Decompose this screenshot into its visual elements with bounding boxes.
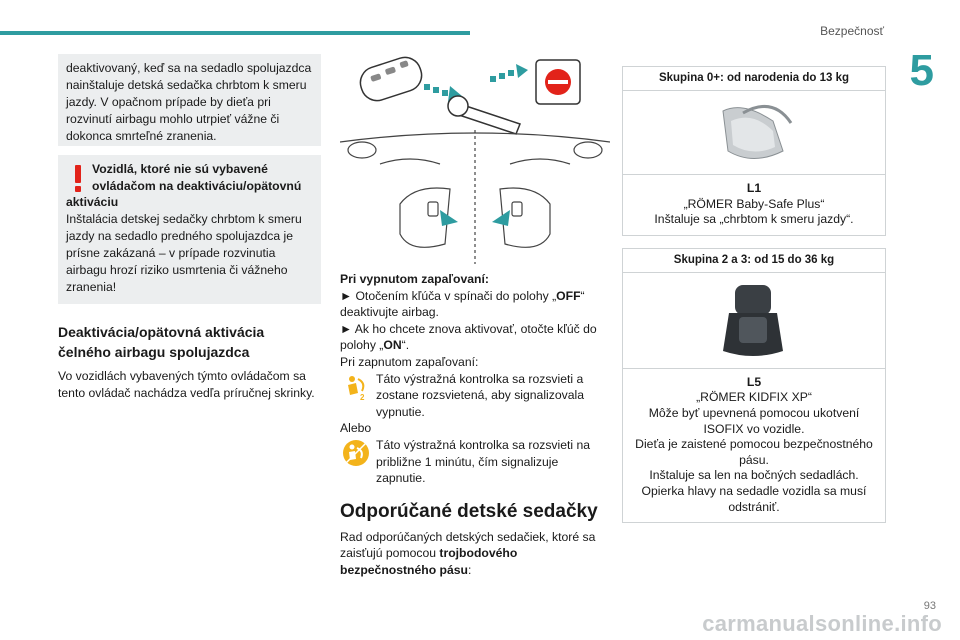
column-middle: Pri vypnutom zapaľovaní: ► Otočením kľúč…: [339, 54, 611, 579]
step-activate: ► Ak ho chcete znova aktivovať, otočte k…: [340, 321, 610, 354]
column-right: Skupina 0+: od narodenia do 13 kg L1 „RÖ…: [622, 66, 886, 535]
ignition-on-label: Pri zapnutom zapaľovaní:: [340, 354, 479, 369]
step-deactivate: ► Otočením kľúča v spínači do polohy „OF…: [340, 288, 610, 321]
seat-card-body: L5 „RÖMER KIDFIX XP“ Môže byť upevnená p…: [623, 369, 885, 522]
airbag-off-warning-icon: 2: [348, 375, 365, 401]
recommended-seats-heading: Odporúčané detské sedačky: [340, 500, 598, 522]
step1-text: ► Otočením kľúča v spínači do polohy „: [340, 288, 557, 303]
seat-line: Opierka hlavy na sedadle vozidla sa musí…: [641, 483, 867, 514]
seat-line: „RÖMER Baby-Safe Plus“: [683, 196, 825, 211]
step1-key: OFF: [556, 288, 581, 303]
watermark: carmanualsonline.info: [702, 611, 942, 636]
section-heading: Deaktivácia/opätovná aktivácia čelného a…: [58, 323, 265, 360]
airbag-switch-icon: [535, 59, 581, 105]
column-left: deaktivovaný, keď sa na sedadlo spolujaz…: [58, 54, 321, 402]
warning-body: Inštalácia detskej sedačky chrbtom k sme…: [66, 211, 302, 294]
warning-box: Vozidlá, ktoré nie sú vybavené ovládačom…: [58, 155, 321, 304]
chapter-number: 5: [909, 46, 934, 95]
seat-image-frame: [623, 273, 885, 369]
seat-line: Dieťa je zaistené pomocou bezpečnostného…: [635, 437, 873, 467]
seat-code: L5: [746, 374, 762, 389]
pointer-arrow-icon: [492, 210, 510, 226]
key-fob-icon: [359, 56, 423, 102]
ignition-off-label: Pri vypnutom zapaľovaní:: [340, 272, 489, 286]
pointer-arrow-icon: [440, 210, 458, 226]
seat-line: Inštaluje sa „chrbtom k smeru jazdy“.: [654, 212, 854, 227]
airbag-switch-illustration: [339, 56, 611, 264]
seat-code: L1: [746, 181, 762, 195]
seat-card: Skupina 0+: od narodenia do 13 kg L1 „RÖ…: [622, 66, 886, 236]
exclamation-icon: [75, 165, 81, 192]
booster-seat-icon: [723, 284, 783, 356]
recommended-intro: Rad odporúčaných detských sedačiek, ktor…: [340, 529, 610, 579]
svg-text:2: 2: [360, 393, 365, 401]
seat-card-body: L1 „RÖMER Baby-Safe Plus“ Inštaluje sa „…: [623, 175, 885, 235]
intro-bold: trojbodového bezpečnostného pásu: [340, 546, 518, 577]
seat-group-heading: Skupina 0+: od narodenia do 13 kg: [623, 67, 885, 91]
warning-title: Vozidlá, ktoré nie sú vybavené ovládačom…: [92, 162, 302, 193]
warning-title-cont: aktiváciu: [66, 195, 119, 209]
section-title: Bezpečnosť: [820, 24, 884, 38]
intro-end: :: [468, 562, 472, 577]
seat-line: Inštaluje sa len na bočných sedadlách.: [649, 468, 859, 483]
direction-arrow-icon: [424, 64, 528, 102]
baby-seat-icon: [722, 104, 793, 159]
lamp-row-on: Táto výstražná kontrolka sa rozsvieti na…: [340, 437, 610, 487]
lamp1-text: Táto výstražná kontrolka sa rozsvieti a …: [376, 371, 584, 419]
step2-key: ON: [383, 338, 402, 353]
seat-image-frame: [623, 91, 885, 175]
seat-card: Skupina 2 a 3: od 15 do 36 kg L5 „RÖMER …: [622, 247, 886, 524]
info-box-text: deaktivovaný, keď sa na sedadlo spolujaz…: [66, 61, 312, 143]
seat-line: Môže byť upevnená pomocou ukotvení ISOFI…: [648, 405, 860, 436]
step2-text: ► Ak ho chcete znova aktivovať, otočte k…: [340, 321, 597, 353]
header-accent-bar: [0, 31, 470, 35]
page-number: 93: [923, 600, 936, 612]
lamp2-text: Táto výstražná kontrolka sa rozsvieti na…: [376, 437, 591, 486]
key-icon: [447, 95, 521, 135]
seat-group-heading: Skupina 2 a 3: od 15 do 36 kg: [623, 249, 885, 273]
airbag-on-warning-icon: [343, 439, 369, 466]
instructions: Pri vypnutom zapaľovaní: ► Otočením kľúč…: [340, 271, 610, 487]
step1-text-end: “ deaktivujte airbag.: [340, 288, 585, 320]
seat-line: „RÖMER KIDFIX XP“: [696, 390, 812, 405]
step2-text-end: “.: [401, 338, 410, 353]
info-box: deaktivovaný, keď sa na sedadlo spolujaz…: [58, 54, 321, 146]
intro-text: Rad odporúčaných detských sedačiek, ktor…: [340, 529, 596, 561]
dashboard-icon: [339, 130, 611, 264]
or-text: Alebo: [340, 421, 372, 436]
section-text: Vo vozidlách vybavených týmto ovládačom …: [58, 368, 315, 400]
lamp-row-off: 2 Táto výstražná kontrolka sa rozsvieti …: [340, 371, 610, 421]
